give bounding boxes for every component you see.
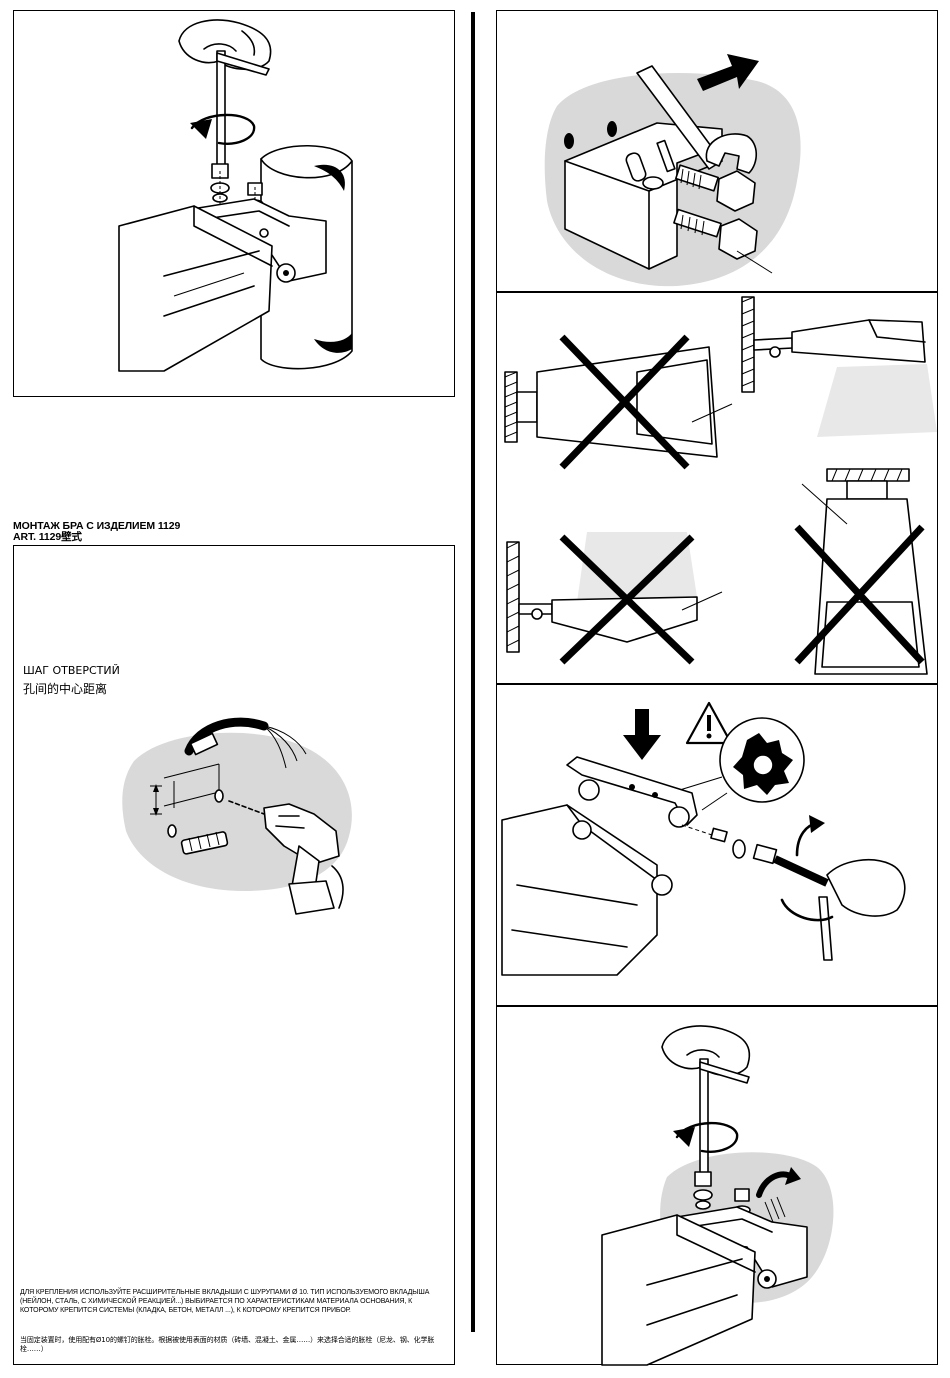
drilling-illustration <box>122 717 352 915</box>
luminaire-body <box>118 205 273 372</box>
wrench-icon <box>636 65 758 174</box>
correct-orientation <box>741 296 937 437</box>
drill-icon <box>228 800 344 915</box>
bracket-illustration <box>566 756 698 828</box>
orientation-illustration <box>504 296 937 675</box>
hole-spacing-label-zh: 孔间的中心距离 <box>23 682 108 696</box>
cable-illustration <box>764 1196 786 1223</box>
section-subtitle: ART. 1129壁式 <box>13 531 82 543</box>
toothed-washer-icon <box>719 717 805 803</box>
rotation-arrow-icon <box>780 815 834 922</box>
panel-wall-mounting: ШАГ ОТВЕРСТИЙ 孔间的中心距离 <box>13 545 455 1365</box>
push-arrow-icon <box>623 709 661 760</box>
final-tightening-illustration <box>601 1025 834 1366</box>
warning-triangle-icon <box>685 701 733 745</box>
bolts-illustration <box>673 164 773 274</box>
screw-assembly <box>681 824 829 887</box>
cable-illustration <box>184 717 307 769</box>
fixing-note-zh: 当固定装置时，使用配有Ø10的螺钉的胀栓。根据被使用表面的材质（砖墙、混凝土、金… <box>20 1336 435 1353</box>
bracket-wrench-illustration <box>544 54 801 287</box>
hole-spacing-label-ru: ШАГ ОТВЕРСТИЙ <box>23 664 120 677</box>
wrong-orientation-1 <box>504 334 733 470</box>
step-separator-2 <box>497 683 937 685</box>
rotation-arrow-icon <box>673 1121 801 1198</box>
center-divider <box>471 12 475 1332</box>
hex-key-icon <box>661 1025 751 1178</box>
wrong-orientation-2 <box>506 532 723 665</box>
section-title: МОНТАЖ БРА С ИЗДЕЛИЕМ 1129 <box>13 520 181 532</box>
panel-pole-mount <box>13 10 455 397</box>
pole-mount-illustration <box>118 19 353 372</box>
step-separator-1 <box>497 291 937 293</box>
hole-spacing-dimension <box>150 763 224 838</box>
fixing-note-ru: ДЛЯ КРЕПЛЕНИЯ ИСПОЛЬЗУЙТЕ РАСШИРИТЕЛЬНЫЕ… <box>20 1289 430 1314</box>
push-arrow-icon <box>697 54 759 91</box>
step-separator-3 <box>497 1005 937 1007</box>
luminaire-body <box>501 804 673 976</box>
bracket-plate <box>564 121 723 270</box>
wall-plug-icon <box>180 831 229 855</box>
rotation-arrow-icon <box>190 113 256 145</box>
luminaire-body <box>601 1214 756 1366</box>
panel-right-steps <box>496 10 938 1366</box>
hex-key-icon <box>818 859 906 961</box>
wrong-orientation-3 <box>794 468 928 675</box>
hex-key-icon <box>178 19 272 172</box>
bracket-attach-illustration <box>501 701 906 976</box>
